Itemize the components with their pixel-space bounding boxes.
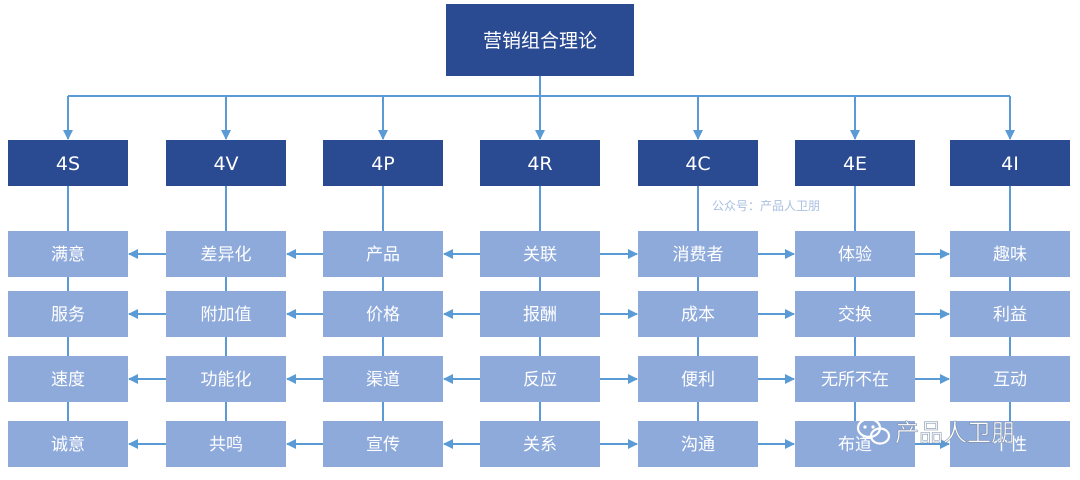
wechat-icon: [856, 417, 891, 445]
item-label: 反应: [523, 370, 557, 390]
item-box: [638, 421, 758, 467]
item-box: [323, 291, 443, 337]
item-box: [323, 231, 443, 277]
item-label: 共鸣: [209, 435, 243, 455]
category-box: [950, 140, 1070, 186]
item-label: 成本: [681, 305, 715, 325]
item-label: 体验: [838, 245, 872, 265]
item-box: [795, 356, 915, 402]
root-node-box: [446, 4, 634, 76]
item-box: [480, 356, 600, 402]
category-box: [638, 140, 758, 186]
item-label: 附加值: [201, 305, 252, 325]
item-box: [950, 421, 1070, 467]
item-label: 交换: [838, 305, 872, 325]
root-node-label: 营销组合理论: [483, 30, 597, 52]
category-box: [795, 140, 915, 186]
item-label: 功能化: [201, 370, 252, 390]
item-label: 个性: [993, 435, 1027, 455]
item-box: [480, 231, 600, 277]
item-label: 无所不在: [821, 370, 889, 390]
item-label: 沟通: [681, 435, 715, 455]
item-box: [8, 291, 128, 337]
category-label: 4C: [685, 153, 710, 175]
item-box: [638, 291, 758, 337]
category-box: [323, 140, 443, 186]
item-box: [8, 356, 128, 402]
item-label: 速度: [51, 370, 85, 390]
item-box: [166, 356, 286, 402]
brand-watermark: 产品人卫朋: [856, 417, 1015, 447]
watermark-text: 公众号：产品人卫朋: [712, 199, 820, 213]
category-label: 4P: [371, 153, 395, 175]
item-box: [166, 421, 286, 467]
item-label: 关系: [523, 435, 557, 455]
item-label: 差异化: [201, 245, 252, 265]
item-box: [950, 291, 1070, 337]
item-box: [8, 421, 128, 467]
item-box: [323, 356, 443, 402]
category-box: [166, 140, 286, 186]
item-label: 布道: [838, 435, 872, 455]
brand-watermark-text: 产品人卫朋: [895, 419, 1015, 447]
item-label: 产品: [366, 245, 400, 265]
item-box: [638, 356, 758, 402]
item-label: 关联: [523, 245, 557, 265]
item-label: 报酬: [523, 305, 557, 325]
item-label: 价格: [366, 305, 400, 325]
category-label: 4V: [213, 153, 238, 175]
item-box: [166, 291, 286, 337]
item-label: 消费者: [673, 245, 724, 265]
category-label: 4R: [527, 153, 552, 175]
item-box: [638, 231, 758, 277]
category-box: [480, 140, 600, 186]
item-box: [480, 421, 600, 467]
item-box: [795, 231, 915, 277]
category-box: [8, 140, 128, 186]
item-label: 趣味: [993, 245, 1027, 265]
item-label: 利益: [993, 305, 1027, 325]
item-label: 诚意: [51, 435, 85, 455]
item-box: [795, 421, 915, 467]
category-label: 4E: [843, 153, 867, 175]
root-node: 营销组合理论: [446, 4, 634, 76]
item-label: 满意: [51, 245, 85, 265]
item-box: [166, 231, 286, 277]
item-box: [950, 231, 1070, 277]
item-label: 便利: [681, 370, 715, 390]
item-box: [480, 291, 600, 337]
item-box: [950, 356, 1070, 402]
item-label: 服务: [51, 305, 85, 325]
item-label: 互动: [993, 370, 1027, 390]
item-label: 渠道: [366, 370, 400, 390]
item-label: 宣传: [366, 435, 400, 455]
item-box: [795, 291, 915, 337]
category-label: 4I: [1001, 153, 1019, 175]
item-box: [323, 421, 443, 467]
category-label: 4S: [56, 153, 80, 175]
boxes: 营销组合理论4S满意服务速度诚意4V差异化附加值功能化共鸣4P产品价格渠道宣传4…: [8, 4, 1070, 467]
item-box: [8, 231, 128, 277]
